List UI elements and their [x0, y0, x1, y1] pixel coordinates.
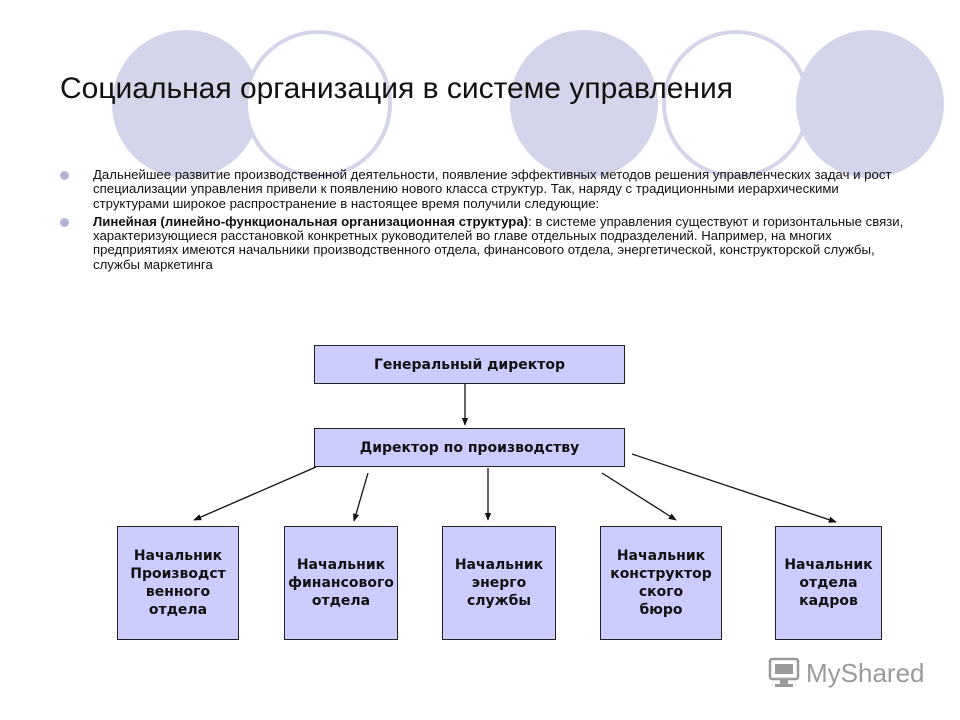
decorative-circle-2 — [510, 30, 658, 178]
node-head-production: Начальник Производст венного отдела — [117, 526, 239, 640]
bullet-bold-text: Линейная (линейно-функциональная организ… — [93, 213, 529, 229]
node-general-director: Генеральный директор — [314, 345, 625, 384]
node-head-energy: Начальник энерго службы — [442, 526, 556, 640]
arrow-to-production — [193, 466, 317, 521]
bullet-item: Линейная (линейно-функциональная организ… — [60, 213, 910, 272]
myshared-watermark: MyShared — [766, 656, 926, 692]
bullet-marker — [60, 171, 69, 180]
bullet-item: Дальнейшее развитие производственной дея… — [60, 167, 910, 211]
arrow-to-design — [601, 472, 677, 521]
bullet-marker — [60, 217, 69, 227]
bullet-text: Дальнейшее развитие производственной дея… — [93, 167, 892, 211]
bullet-text: : в системе управления существуют и гори… — [93, 213, 904, 272]
watermark-text: MyShared — [806, 658, 925, 688]
node-head-finance: Начальник финансового отдела — [284, 526, 398, 640]
slide-title: Социальная организация в системе управле… — [60, 72, 733, 105]
arrow-to-hr — [631, 453, 837, 523]
bullet-list: Дальнейшее развитие производственной дея… — [60, 167, 910, 276]
node-head-design: Начальник конструктор ского бюро — [600, 526, 722, 640]
node-head-hr: Начальник отдела кадров — [775, 526, 882, 640]
node-production-director: Директор по производству — [314, 428, 625, 467]
decorative-circle-1 — [112, 30, 260, 178]
monitor-icon — [768, 657, 800, 687]
arrow-to-finance — [352, 472, 369, 522]
decorative-circle-3 — [796, 30, 944, 178]
decorative-ring-1 — [244, 30, 392, 178]
